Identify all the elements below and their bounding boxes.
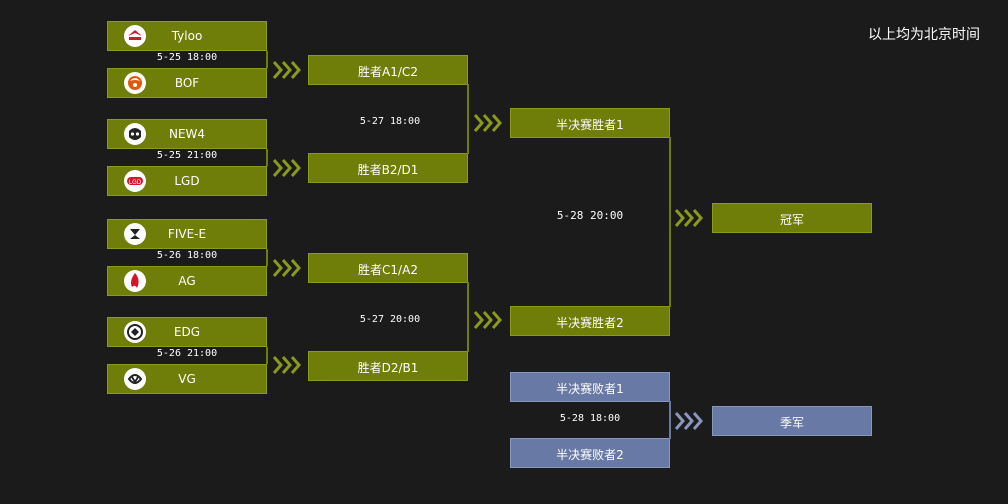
bracket-line <box>669 137 671 307</box>
lgd-logo-icon: LGD <box>124 170 146 192</box>
bracket-line <box>467 84 469 154</box>
slot-semi-winner-1[interactable]: 半决赛胜者1 <box>510 108 670 138</box>
match-time: 5-28 20:00 <box>556 209 624 222</box>
slot-winner-c1-a2[interactable]: 胜者C1/A2 <box>308 253 468 283</box>
ag-logo-icon <box>124 270 146 292</box>
bracket-line <box>266 249 268 266</box>
bracket-line <box>266 51 268 68</box>
match-time: 5-27 20:00 <box>359 314 421 325</box>
slot-semi-loser-1[interactable]: 半决赛败者1 <box>510 372 670 402</box>
svg-text:LGD: LGD <box>129 180 142 186</box>
advance-arrow-icon <box>473 311 502 329</box>
bof-logo-icon <box>124 72 146 94</box>
team-lgd[interactable]: LGD LGD <box>107 166 267 196</box>
match-time: 5-27 18:00 <box>359 116 421 127</box>
team-ag[interactable]: AG <box>107 266 267 296</box>
bracket-line <box>467 282 469 352</box>
slot-third-place[interactable]: 季军 <box>712 406 872 436</box>
slot-champion[interactable]: 冠军 <box>712 203 872 233</box>
match-time: 5-25 21:00 <box>156 150 218 161</box>
match-time: 5-26 18:00 <box>156 250 218 261</box>
advance-arrow-icon <box>272 159 301 177</box>
advance-arrow-icon <box>674 209 703 227</box>
advance-arrow-icon <box>473 114 502 132</box>
vg-logo-icon <box>124 368 146 390</box>
bracket-line <box>669 401 671 439</box>
team-tyloo[interactable]: Tyloo <box>107 21 267 51</box>
advance-arrow-icon <box>674 412 703 430</box>
bracket-line <box>266 347 268 364</box>
new4-logo-icon <box>124 123 146 145</box>
advance-arrow-icon <box>272 356 301 374</box>
match-time: 5-28 18:00 <box>559 413 621 424</box>
match-time: 5-26 21:00 <box>156 348 218 359</box>
team-edg[interactable]: EDG <box>107 317 267 347</box>
team-new4[interactable]: NEW4 <box>107 119 267 149</box>
slot-winner-d2-b1[interactable]: 胜者D2/B1 <box>308 351 468 381</box>
five-e-logo-icon <box>124 223 146 245</box>
advance-arrow-icon <box>272 61 301 79</box>
edg-logo-icon <box>124 321 146 343</box>
slot-winner-a1-c2[interactable]: 胜者A1/C2 <box>308 55 468 85</box>
timezone-note: 以上均为北京时间 <box>868 27 980 43</box>
team-vg[interactable]: VG <box>107 364 267 394</box>
slot-semi-loser-2[interactable]: 半决赛败者2 <box>510 438 670 468</box>
slot-semi-winner-2[interactable]: 半决赛胜者2 <box>510 306 670 336</box>
tyloo-logo-icon <box>124 25 146 47</box>
match-time: 5-25 18:00 <box>156 52 218 63</box>
bracket-line <box>266 149 268 166</box>
team-five-e[interactable]: FIVE-E <box>107 219 267 249</box>
slot-winner-b2-d1[interactable]: 胜者B2/D1 <box>308 153 468 183</box>
team-bof[interactable]: BOF <box>107 68 267 98</box>
advance-arrow-icon <box>272 259 301 277</box>
